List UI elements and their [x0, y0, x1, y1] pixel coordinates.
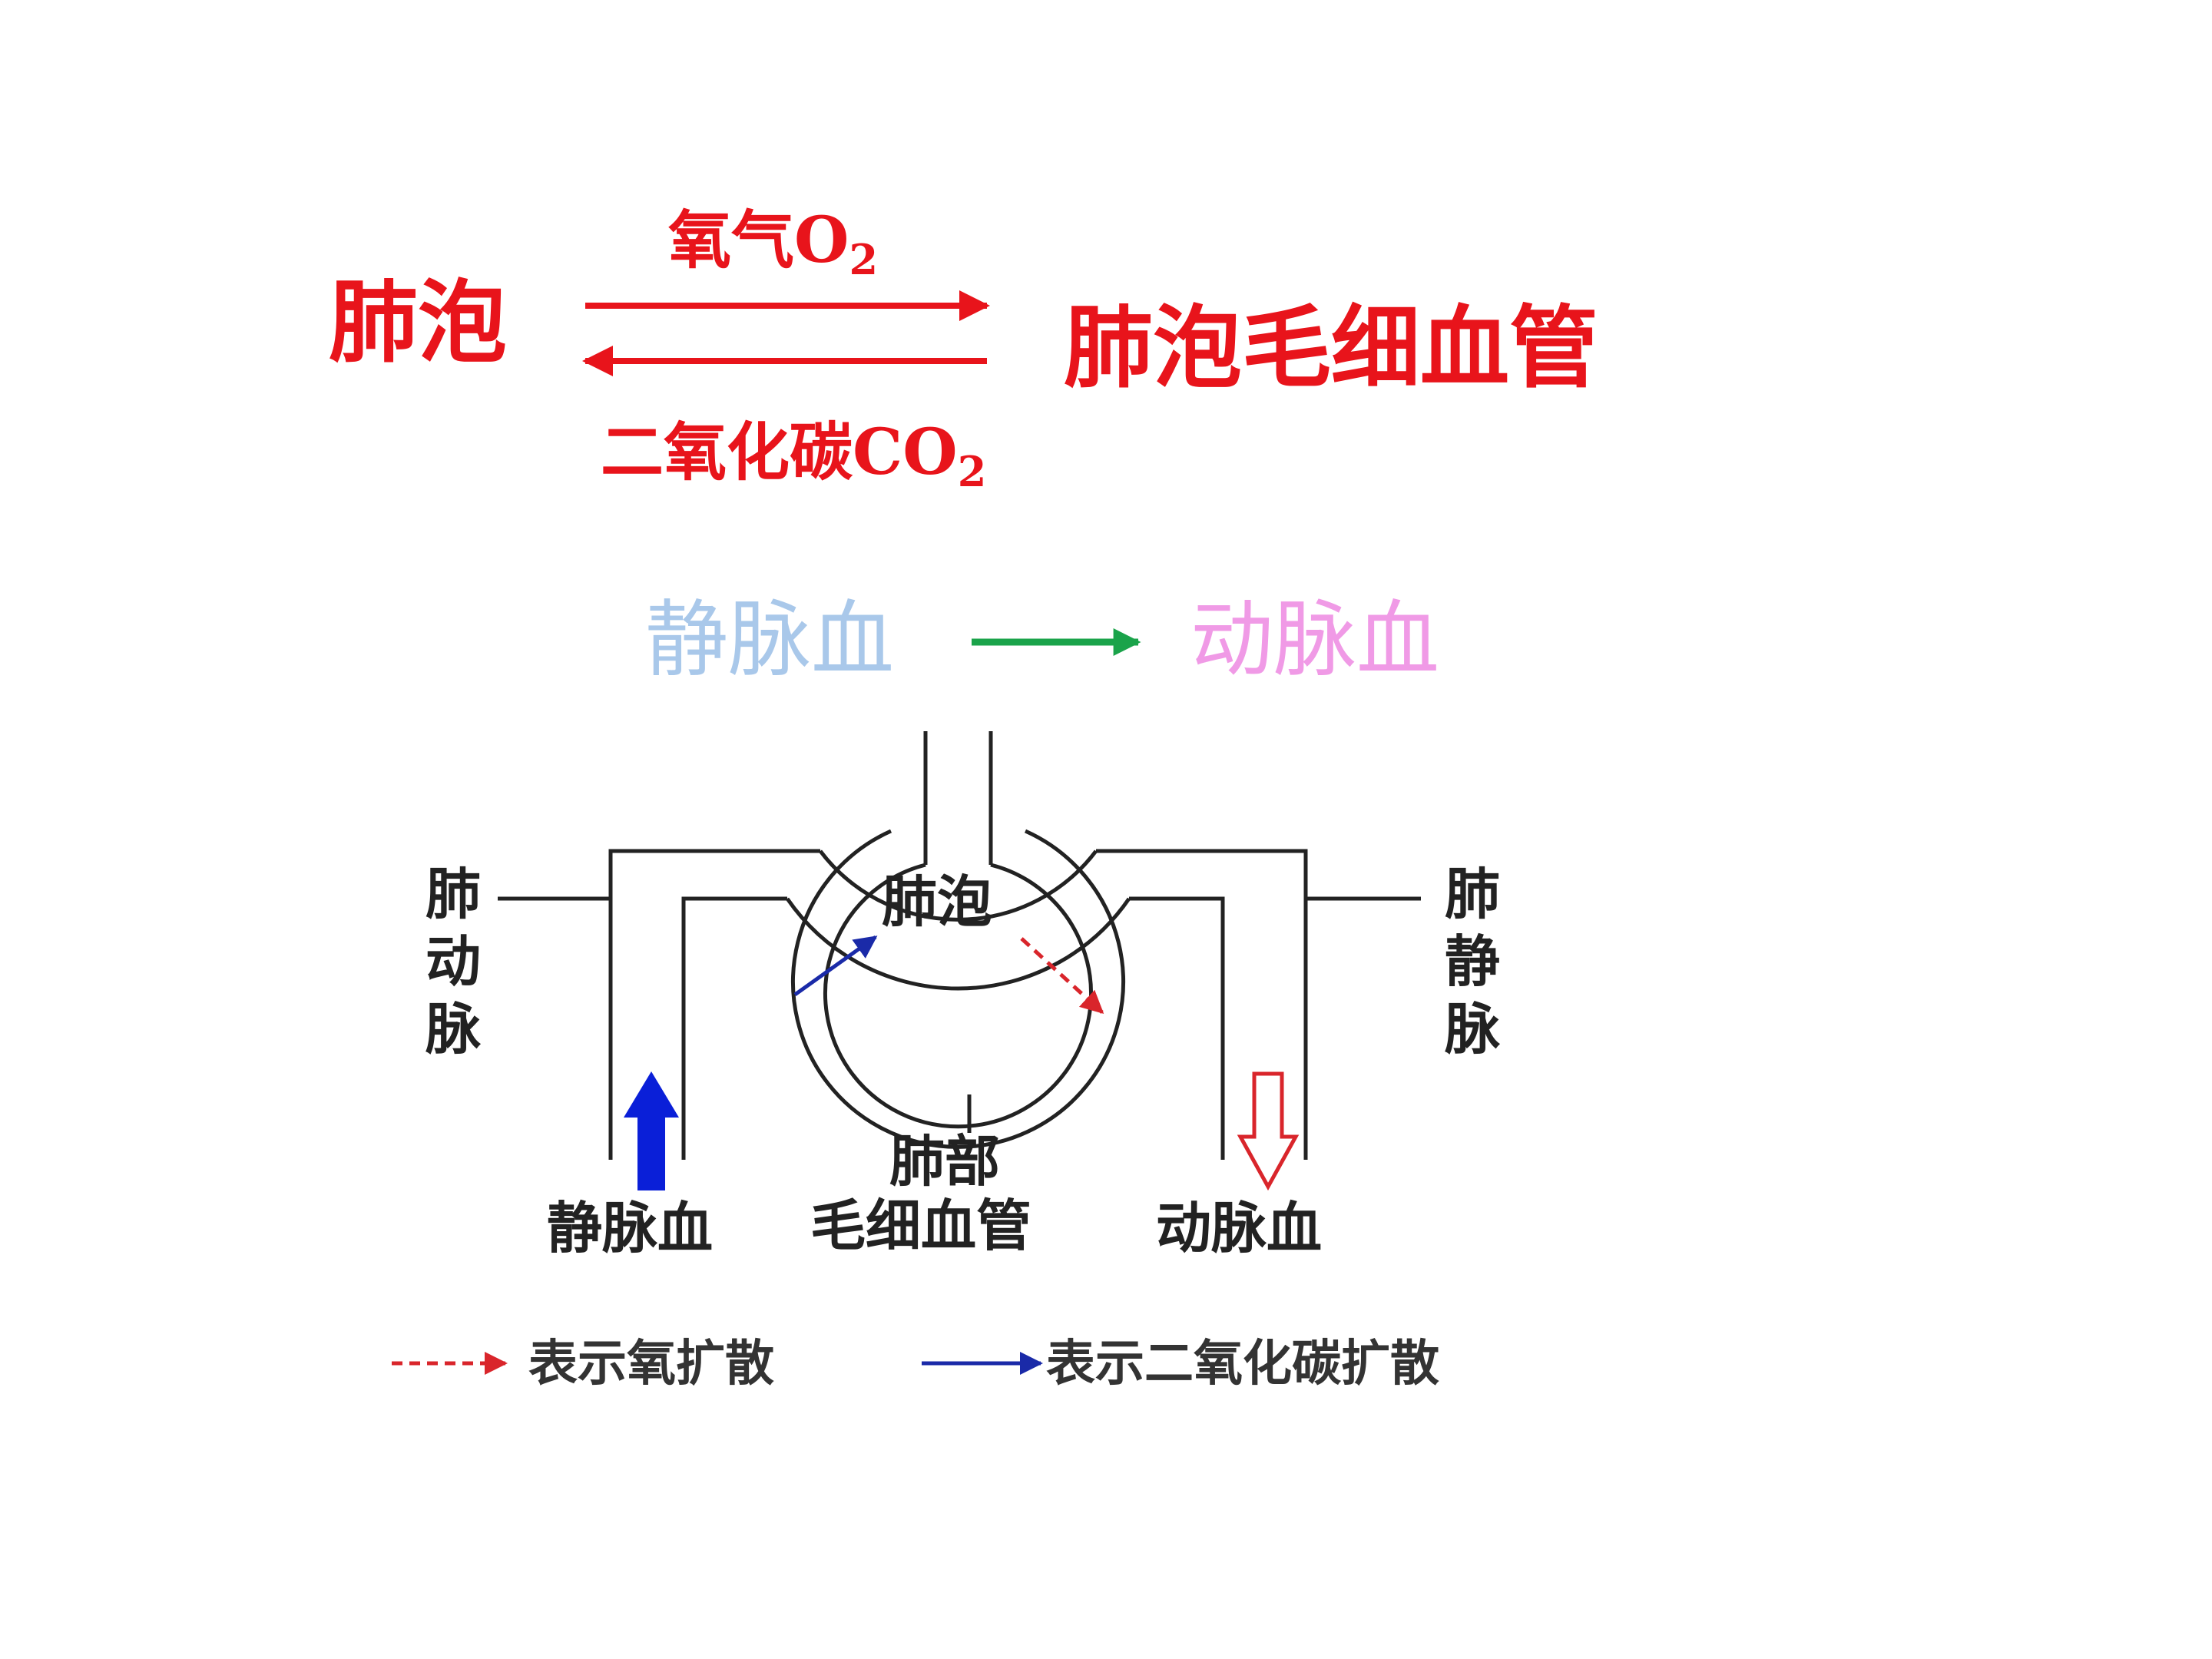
pulmonary-vein-label: 肺静脉	[1444, 861, 1500, 1061]
venous-blood-figure-label: 静脉血	[547, 1195, 714, 1260]
oxygen-text: 氧气O	[668, 204, 849, 277]
legend-co2-text: 表示二氧化碳扩散	[1046, 1335, 1439, 1392]
co2-subscript: 2	[957, 447, 987, 496]
inflow-arrow	[624, 1071, 679, 1190]
capillary-line2: 毛细血管	[810, 1193, 1032, 1258]
alveolus-label: 肺泡	[329, 270, 507, 375]
figure-alveolus-label: 肺泡	[882, 869, 993, 934]
venous-blood-label: 静脉血	[645, 592, 895, 688]
vessel-outline	[498, 731, 1421, 1160]
o2-diffusion-arrow	[1020, 937, 1104, 1015]
pulmonary-artery-label: 肺动脉	[425, 861, 481, 1061]
co2-label: 二氧化碳CO2	[601, 421, 986, 492]
co2-diffusion-arrow	[793, 935, 878, 997]
capillary-line1: 肺部	[889, 1128, 1001, 1194]
legend-oxygen-text: 表示氧扩散	[528, 1335, 774, 1392]
co2-text: 二氧化碳CO	[601, 416, 958, 489]
capillary-label: 肺泡毛细血管	[1064, 296, 1598, 400]
oxygen-subscript: 2	[849, 235, 879, 284]
outflow-arrow	[1237, 1071, 1300, 1191]
arterial-blood-label: 动脉血	[1190, 592, 1440, 688]
arterial-blood-figure-label: 动脉血	[1156, 1195, 1323, 1260]
oxygen-label: 氧气O2	[668, 209, 878, 280]
